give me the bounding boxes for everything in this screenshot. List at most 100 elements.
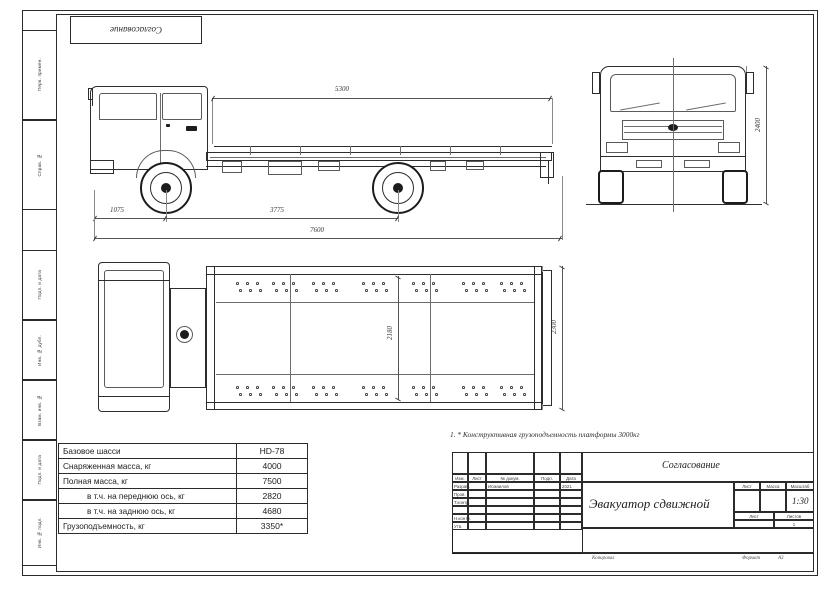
tb-role-date-5 bbox=[560, 522, 582, 530]
rivet bbox=[500, 282, 503, 285]
rivet bbox=[475, 289, 478, 292]
door-handle bbox=[166, 124, 170, 127]
rivet bbox=[465, 393, 468, 396]
rivet bbox=[315, 289, 318, 292]
ext-line-1075-right bbox=[166, 190, 167, 222]
rivet bbox=[236, 386, 239, 389]
tb-role-label-4: Н.контр. bbox=[452, 514, 486, 522]
ext-line-7600-left bbox=[94, 218, 95, 240]
footer-format-label: Формат bbox=[742, 556, 761, 561]
rivet bbox=[325, 393, 328, 396]
rivet bbox=[285, 289, 288, 292]
side-mirror bbox=[88, 88, 93, 100]
rivet bbox=[295, 289, 298, 292]
margin-cell-6: Инв. № подл. bbox=[22, 500, 56, 566]
rivet bbox=[282, 282, 285, 285]
margin-label-4: Взам. инв. № bbox=[36, 394, 42, 426]
tb-scale-value: 1:30 bbox=[792, 496, 809, 506]
tb-lit-value bbox=[734, 490, 760, 512]
rivet bbox=[415, 289, 418, 292]
margin-label-3: Инв. № дубл. bbox=[36, 334, 42, 366]
rivet bbox=[365, 289, 368, 292]
tb-scale-value-cell bbox=[786, 490, 814, 512]
spec-label: в т.ч. на переднюю ось, кг bbox=[58, 488, 237, 504]
margin-label-0: Перв. примен. bbox=[36, 58, 42, 92]
chassis-frame-rail bbox=[206, 152, 552, 161]
rivet bbox=[520, 386, 523, 389]
tb-role-date-4 bbox=[560, 514, 582, 522]
footer-format-value: А3 bbox=[778, 556, 784, 561]
rivet bbox=[435, 289, 438, 292]
front-ground-line bbox=[586, 204, 762, 205]
dim-line-2180 bbox=[398, 276, 399, 400]
tb-role-doc-5 bbox=[486, 522, 534, 530]
ext-line-3775-right bbox=[398, 190, 399, 222]
front-bumper bbox=[90, 160, 114, 174]
chassis-component-3 bbox=[430, 161, 446, 171]
cab-roof bbox=[96, 86, 204, 87]
dim-text-wheelbase: 3775 bbox=[270, 206, 284, 214]
spec-value: 4000 bbox=[236, 458, 308, 474]
headlight-right bbox=[718, 142, 740, 153]
rivet bbox=[259, 289, 262, 292]
tb-mass-value bbox=[760, 490, 786, 512]
margin-cell-1: Справ. № bbox=[22, 120, 56, 210]
rivet bbox=[523, 393, 526, 396]
front-wheel-hub bbox=[161, 183, 171, 193]
platform-cross-rib-2 bbox=[430, 274, 431, 402]
rivet bbox=[249, 393, 252, 396]
tb-role-podp-1 bbox=[534, 490, 560, 498]
tb-blank-izm bbox=[452, 452, 468, 474]
tb-role-label-3 bbox=[452, 506, 486, 514]
rear-hook-stem bbox=[548, 160, 549, 184]
platform-cross-rib-1 bbox=[290, 274, 291, 402]
rivet bbox=[322, 386, 325, 389]
spec-label: в т.ч. на заднюю ось, кг bbox=[58, 503, 237, 519]
chassis-component-1 bbox=[222, 161, 242, 173]
platform-rib-bottom bbox=[216, 374, 534, 375]
rivet bbox=[239, 289, 242, 292]
rivet bbox=[365, 393, 368, 396]
rivet bbox=[362, 386, 365, 389]
rivet bbox=[312, 282, 315, 285]
deck-rib-1 bbox=[250, 146, 251, 155]
rivet bbox=[285, 393, 288, 396]
footer-copied-label: Копировал bbox=[592, 556, 615, 561]
tb-role-date-3 bbox=[560, 506, 582, 514]
dim-text-overall-height: 2400 bbox=[754, 118, 762, 132]
spec-label: Полная масса, кг bbox=[58, 473, 237, 489]
rivet bbox=[462, 282, 465, 285]
margin-label-6: Инв. № подл. bbox=[36, 517, 42, 549]
platform-right-rail bbox=[534, 266, 535, 410]
rivet bbox=[475, 393, 478, 396]
tb-role-podp-5 bbox=[534, 522, 560, 530]
fuel-tank bbox=[268, 161, 302, 175]
spec-value: 2820 bbox=[236, 488, 308, 504]
deck-rib-3 bbox=[350, 146, 351, 155]
tb-blank-data bbox=[560, 452, 582, 474]
chassis-rail-center bbox=[210, 157, 546, 158]
tb-role-label-5: Утв. bbox=[452, 522, 486, 530]
rivet bbox=[256, 386, 259, 389]
rivet bbox=[249, 289, 252, 292]
margin-cell-2: Подп. и дата bbox=[22, 250, 56, 320]
rivet bbox=[425, 393, 428, 396]
ext-line-2300-top bbox=[542, 266, 543, 272]
rivet bbox=[335, 393, 338, 396]
rivet bbox=[312, 386, 315, 389]
front-view-wheel-left bbox=[598, 170, 624, 204]
rivet bbox=[256, 282, 259, 285]
margin-cell-0: Перв. примен. bbox=[22, 30, 56, 120]
tb-blank-docnum bbox=[486, 452, 534, 474]
rivet bbox=[292, 282, 295, 285]
footer-rule bbox=[452, 552, 814, 553]
spec-label: Базовое шасси bbox=[58, 443, 237, 459]
rivet bbox=[335, 289, 338, 292]
dim-text-overall-length: 7600 bbox=[310, 226, 324, 234]
tb-sheet-value bbox=[734, 520, 774, 528]
